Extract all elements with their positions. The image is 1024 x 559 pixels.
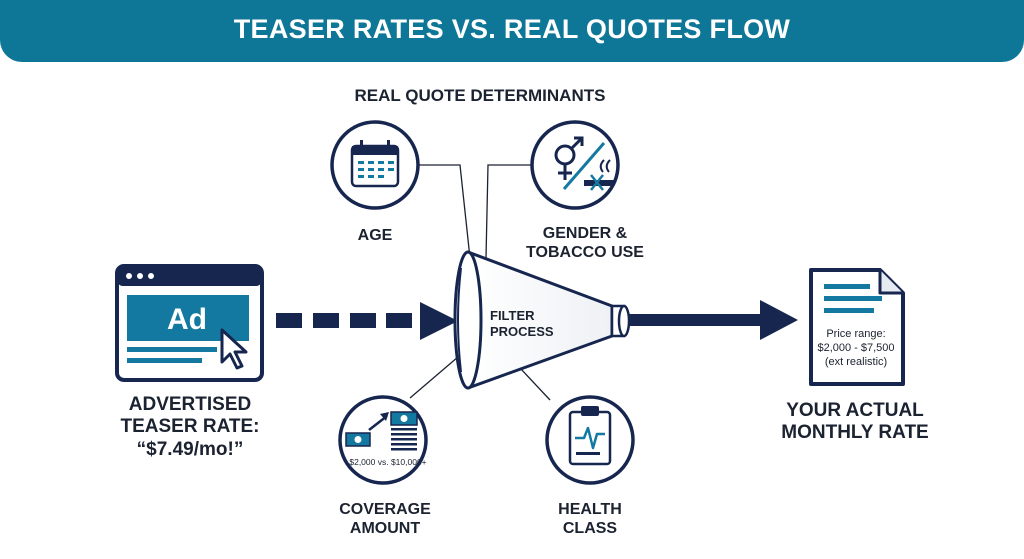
coverage-circle (338, 395, 428, 485)
age-label: AGE (330, 226, 420, 245)
filter-label-line1: FILTER (490, 308, 535, 323)
actual-label-line1: YOUR ACTUAL (786, 400, 924, 421)
age-label-text: AGE (357, 227, 393, 244)
actual-rate-label: YOUR ACTUAL MONTHLY RATE (770, 400, 940, 445)
money-growth-icon (345, 411, 418, 451)
price-range-note: (ext realistic) (824, 355, 888, 368)
page-title: TEASER RATES VS. REAL QUOTES FLOW (233, 14, 791, 44)
gender-tobacco-circle (530, 120, 620, 210)
health-label-line2: CLASS (562, 520, 618, 538)
price-range-label: Price range: (826, 328, 886, 340)
advertised-label-line2: TEASER RATE: (120, 416, 260, 438)
price-range-text: Price range: $2,000 - $7,500 (ext realis… (816, 328, 896, 369)
connector-age (417, 164, 471, 259)
gender-label-line1: GENDER & (542, 225, 628, 242)
document-icon (809, 268, 905, 386)
actual-label-line2: MONTHLY RATE (781, 422, 929, 444)
cursor-icon (220, 328, 248, 370)
health-label-line1: HEALTH (558, 501, 622, 518)
ad-window-icon (115, 264, 264, 382)
filter-process-label: FILTER PROCESS (490, 308, 580, 339)
title-banner: TEASER RATES VS. REAL QUOTES FLOW (0, 0, 1024, 62)
age-circle (330, 120, 420, 210)
health-label: HEALTH CLASS (530, 500, 650, 538)
price-range-value: $2,000 - $7,500 (817, 341, 895, 354)
solid-arrow (628, 300, 798, 340)
coverage-label: COVERAGE AMOUNT (320, 500, 450, 538)
gender-tobacco-label: GENDER & TOBACCO USE (515, 224, 655, 262)
gender-label-line2: TOBACCO USE (526, 244, 644, 262)
gender-tobacco-icon (554, 136, 614, 191)
filter-label-line2: PROCESS (490, 323, 554, 339)
clipboard-heartbeat-icon (568, 406, 612, 466)
connector-gender (485, 164, 533, 259)
coverage-label-line1: COVERAGE (339, 501, 431, 518)
advertised-label-line1: ADVERTISED (128, 394, 252, 415)
coverage-caption: $2,000 vs. $10,000+ (349, 457, 427, 467)
health-circle (545, 395, 635, 485)
calendar-icon (350, 140, 400, 188)
coverage-label-line2: AMOUNT (349, 520, 421, 538)
advertised-rate-label: ADVERTISED TEASER RATE: “$7.49/mo!” (100, 394, 280, 461)
determinants-heading: REAL QUOTE DETERMINANTS (354, 86, 606, 105)
dashed-arrow (276, 302, 458, 340)
ad-icon-text: Ad (167, 303, 207, 336)
advertised-rate-value: “$7.49/mo!” (136, 438, 244, 460)
